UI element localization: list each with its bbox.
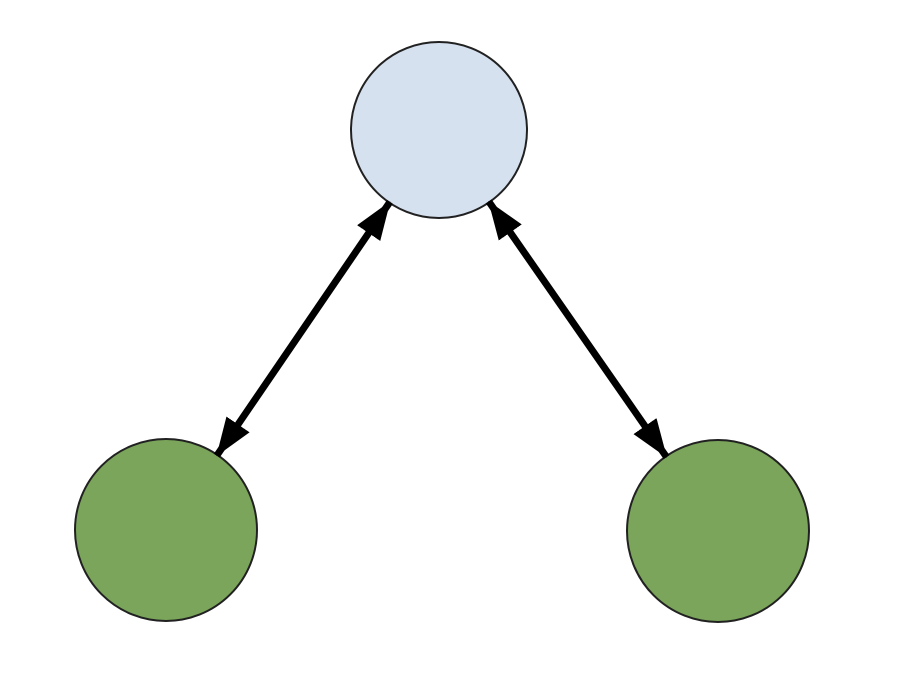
- left-node-circle: [74, 438, 258, 622]
- top-node-circle: [350, 41, 528, 219]
- nodes-layer: [74, 41, 810, 623]
- edge-top-right-double-arrow: [485, 199, 670, 460]
- right-node-circle: [626, 439, 810, 623]
- edge-top-left-double-arrow: [213, 199, 393, 458]
- edges-layer: [213, 199, 670, 460]
